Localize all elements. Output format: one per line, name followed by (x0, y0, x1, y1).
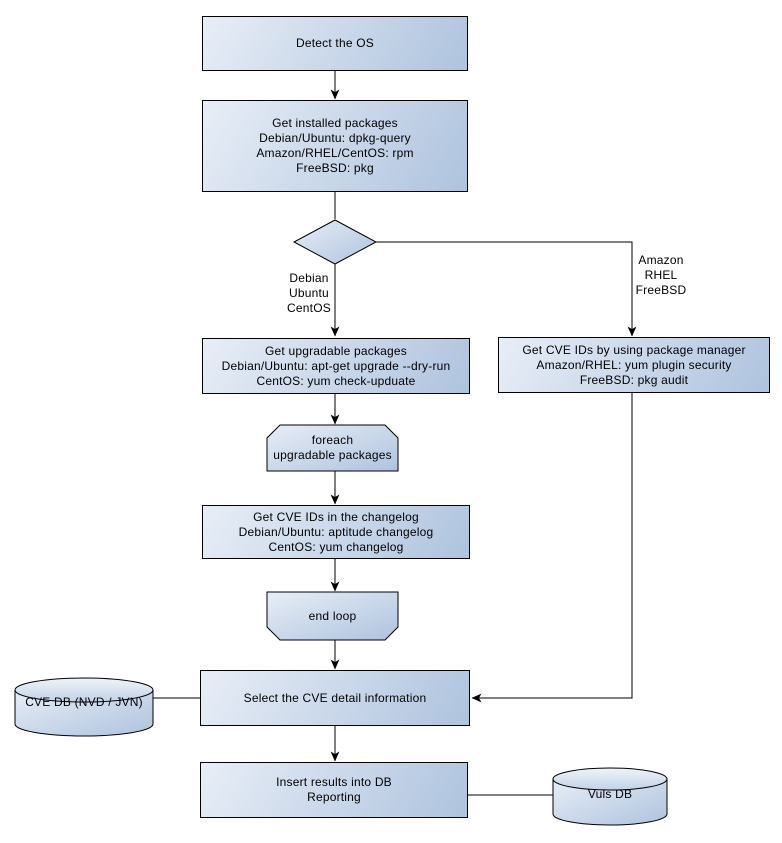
branch-label-amazon-rhel-freebsd: Amazon RHEL FreeBSD (635, 252, 687, 297)
node-get-cve-ids-package-manager: Get CVE IDs by using package manager Ama… (498, 337, 770, 393)
cve-db-cylinder-top (14, 677, 154, 703)
vuls-db-cylinder-top (552, 767, 668, 791)
vuls-db-label: Vuls DB (587, 786, 633, 801)
node-detect-os: Detect the OS (202, 16, 468, 71)
node-get-cve-ids-changelog: Get CVE IDs in the changelog Debian/Ubun… (202, 505, 470, 559)
node-select-cve-detail: Select the CVE detail information (200, 670, 470, 726)
node-insert-results-reporting: Insert results into DB Reporting (200, 762, 468, 818)
cve-db-cylinder-body (14, 689, 154, 737)
loop-start-shape (266, 424, 399, 472)
loop-end-shape (266, 591, 399, 641)
node-get-upgradable-packages: Get upgradable packages Debian/Ubuntu: a… (202, 338, 470, 394)
loop-start-label: foreach upgradable packages (273, 433, 392, 462)
vuls-db-cylinder-body (552, 778, 668, 826)
loop-end-label: end loop (308, 608, 357, 623)
decision-diamond (292, 219, 378, 265)
branch-label-debian-ubuntu-centos: Debian Ubuntu CentOS (287, 270, 331, 315)
connector-pkg-manager-to-select (471, 393, 633, 703)
node-get-installed-packages: Get installed packages Debian/Ubuntu: dp… (202, 100, 468, 192)
cve-db-label: CVE DB (NVD / JVN) (25, 694, 143, 709)
connector-decision-to-pkg-manager (376, 241, 637, 337)
